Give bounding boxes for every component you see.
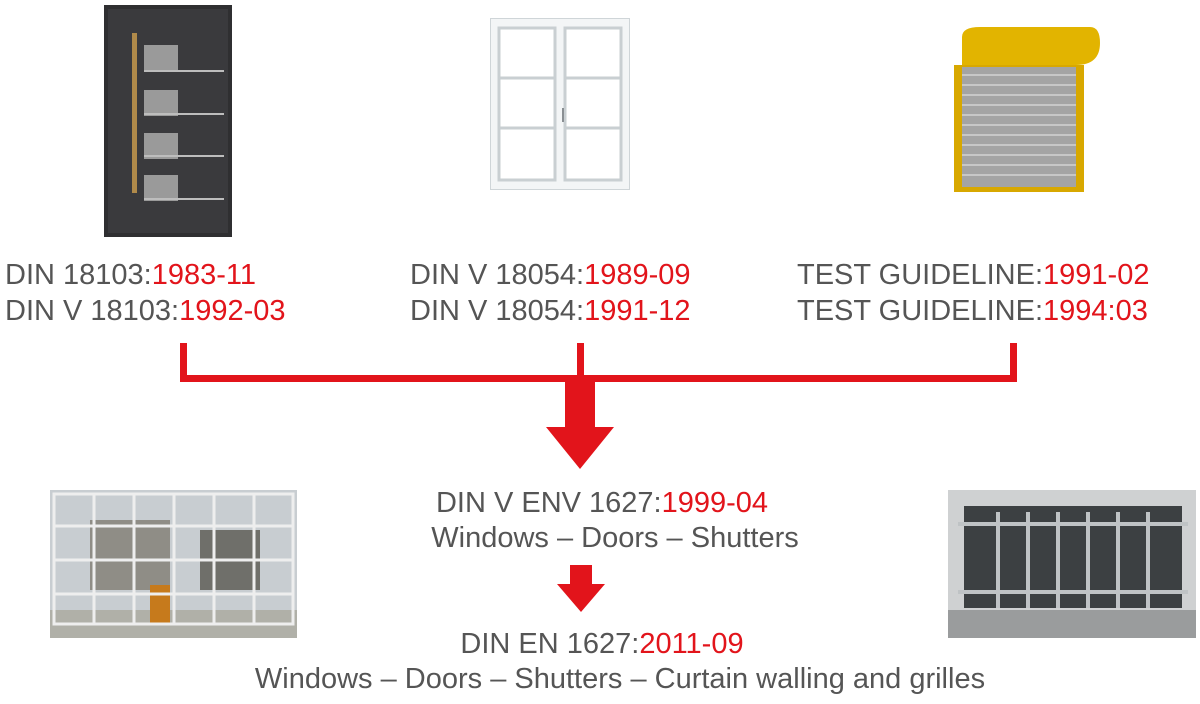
- arrow-down-icon: [546, 378, 614, 469]
- shutters-standard-2: TEST GUIDELINE:1994:03: [797, 295, 1148, 327]
- connector-windows: [577, 343, 584, 382]
- en-standard: DIN EN 1627:2011-09: [460, 628, 744, 660]
- connector-shutters: [1010, 343, 1017, 382]
- connector-horizontal: [180, 375, 1017, 382]
- shutters-standard-1: TEST GUIDELINE:1991-02: [797, 259, 1150, 291]
- arrow-down-small-icon: [557, 565, 605, 612]
- windows-standard-1: DIN V 18054:1989-09: [410, 259, 691, 291]
- env-standard: DIN V ENV 1627:1999-04: [435, 487, 769, 519]
- grille-image: [948, 490, 1196, 638]
- doors-standard-1: DIN 18103:1983-11: [5, 259, 256, 291]
- doors-standard-2: DIN V 18103:1992-03: [5, 295, 286, 327]
- window-image: [490, 18, 630, 190]
- shutter-image: [954, 27, 1100, 192]
- windows-standard-2: DIN V 18054:1991-12: [410, 295, 691, 327]
- en-scope: Windows – Doors – Shutters – Curtain wal…: [254, 663, 986, 695]
- curtain-wall-image: [50, 490, 297, 638]
- connector-doors: [180, 343, 187, 382]
- env-scope: Windows – Doors – Shutters: [431, 522, 799, 554]
- door-image: [104, 5, 232, 237]
